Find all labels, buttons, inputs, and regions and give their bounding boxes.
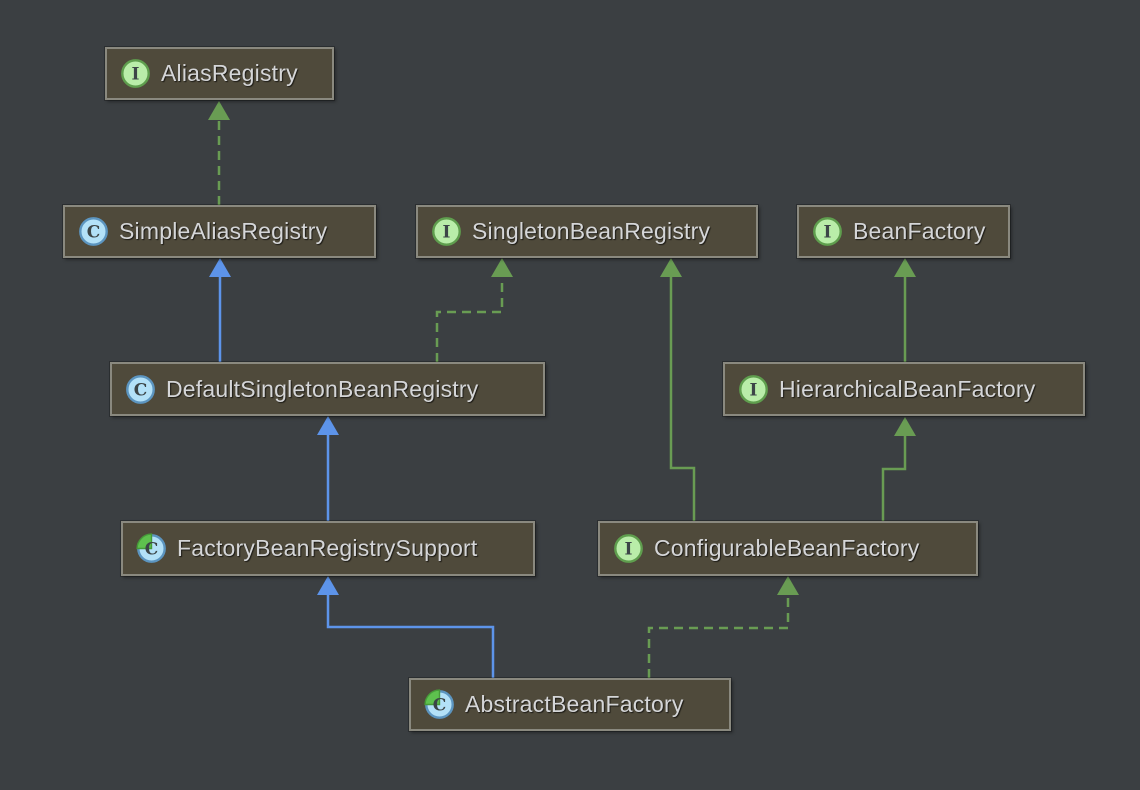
svg-text:I: I [824,223,832,243]
svg-text:C: C [87,223,101,243]
arrowhead-extends [894,258,916,277]
node-label: AbstractBeanFactory [465,691,684,717]
svg-text:C: C [134,380,148,400]
edge-defaultsingleton-implements-singletonreg [435,258,513,362]
class-node-SingletonBeanRegistry[interactable]: I SingletonBeanRegistry [416,205,758,258]
svg-text:I: I [443,223,451,243]
node-label: HierarchicalBeanFactory [779,375,1036,402]
interface-icon: I [432,217,461,246]
arrowhead-extends [660,258,682,277]
node-label: SingletonBeanRegistry [472,218,711,244]
svg-text:I: I [625,540,633,560]
node-label: FactoryBeanRegistrySupport [177,535,478,561]
arrowhead-implements [491,258,513,277]
interface-icon: I [813,217,842,246]
edge-defaultsingleton-extends-simplealias [209,258,231,362]
class-node-DefaultSingletonBeanRegistry[interactable]: C DefaultSingletonBeanRegistry [110,362,545,416]
node-label: ConfigurableBeanFactory [654,535,920,561]
class-icon: C [79,217,108,246]
class-node-ConfigurableBeanFactory[interactable]: I ConfigurableBeanFactory [598,521,978,576]
edge-configurablebf-extends-hierarchicalbf [881,417,916,521]
edge-abstractbf-extends-factorybeansupport [317,576,495,678]
node-label: BeanFactory [853,218,986,244]
arrowhead-extends [317,576,339,595]
arrowhead-extends [209,258,231,277]
class-node-BeanFactory[interactable]: I BeanFactory [797,205,1010,258]
arrowhead-implements [208,101,230,120]
edge-simplealias-implements-aliasregistry [208,101,230,205]
class-icon: C [126,374,155,404]
svg-text:C: C [145,540,159,560]
arrowhead-extends [894,417,916,436]
edge-abstractbf-implements-configurablebf [647,576,799,678]
arrowhead-extends [317,416,339,435]
arrowhead-implements [777,576,799,595]
svg-text:I: I [132,65,140,85]
class-node-AbstractBeanFactory[interactable]: C AbstractBeanFactory [409,678,731,731]
node-label: SimpleAliasRegistry [119,218,328,244]
edge-hierarchicalbf-extends-beanfactory [894,258,916,362]
abstract-class-icon: C [136,533,166,563]
interface-icon: I [121,59,150,88]
class-node-FactoryBeanRegistrySupport[interactable]: C FactoryBeanRegistrySupport [121,521,535,576]
class-node-SimpleAliasRegistry[interactable]: C SimpleAliasRegistry [63,205,376,258]
svg-text:C: C [433,696,447,716]
interface-icon: I [739,374,768,404]
class-node-AliasRegistry[interactable]: I AliasRegistry [105,47,334,100]
interface-icon: I [614,534,643,563]
svg-text:I: I [750,380,758,400]
node-label: DefaultSingletonBeanRegistry [166,375,479,402]
edge-factorybeansupport-extends-defaultsingleton [317,416,339,521]
edge-configurablebf-extends-singletonreg [660,258,696,521]
abstract-class-icon: C [424,689,454,719]
class-node-HierarchicalBeanFactory[interactable]: I HierarchicalBeanFactory [723,362,1085,416]
node-label: AliasRegistry [161,60,298,86]
